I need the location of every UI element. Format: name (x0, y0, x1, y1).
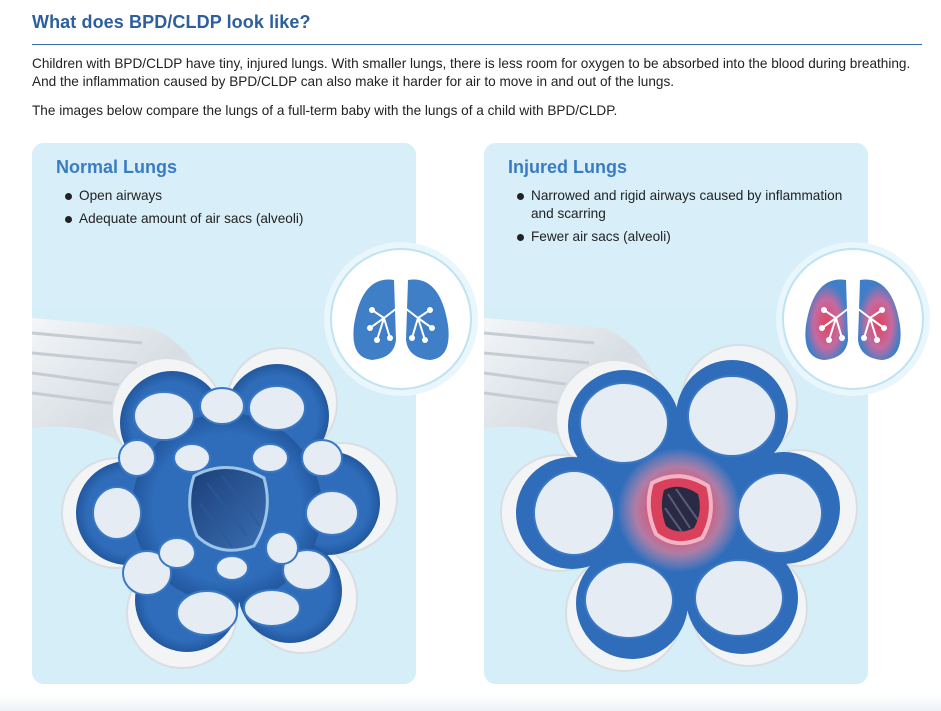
page-footer-shade (0, 694, 941, 711)
list-item: Fewer air sacs (alveoli) (517, 228, 847, 246)
page-title: What does BPD/CLDP look like? (32, 12, 311, 32)
panel-heading-injured: Injured Lungs (508, 157, 627, 177)
normal-lungs-list: Open airways Adequate amount of air sacs… (65, 187, 395, 233)
injured-lungs-icon (782, 248, 924, 390)
intro-paragraph-1: Children with BPD/CLDP have tiny, injure… (32, 56, 911, 89)
injured-lungs-panel: Injured Lungs Narrowed and rigid airways… (484, 143, 868, 684)
panel-heading-normal: Normal Lungs (56, 157, 178, 177)
title-divider (32, 44, 922, 45)
injured-lungs-list: Narrowed and rigid airways caused by inf… (517, 187, 847, 251)
normal-lungs-icon (330, 248, 472, 390)
list-item: Adequate amount of air sacs (alveoli) (65, 210, 395, 228)
list-item: Open airways (65, 187, 395, 205)
injured-airway-illustration (484, 308, 868, 684)
normal-lungs-panel: Normal Lungs Open airways Adequate amoun… (32, 143, 416, 684)
list-item: Narrowed and rigid airways caused by inf… (517, 187, 847, 223)
intro-paragraph-2: The images below compare the lungs of a … (32, 103, 618, 118)
